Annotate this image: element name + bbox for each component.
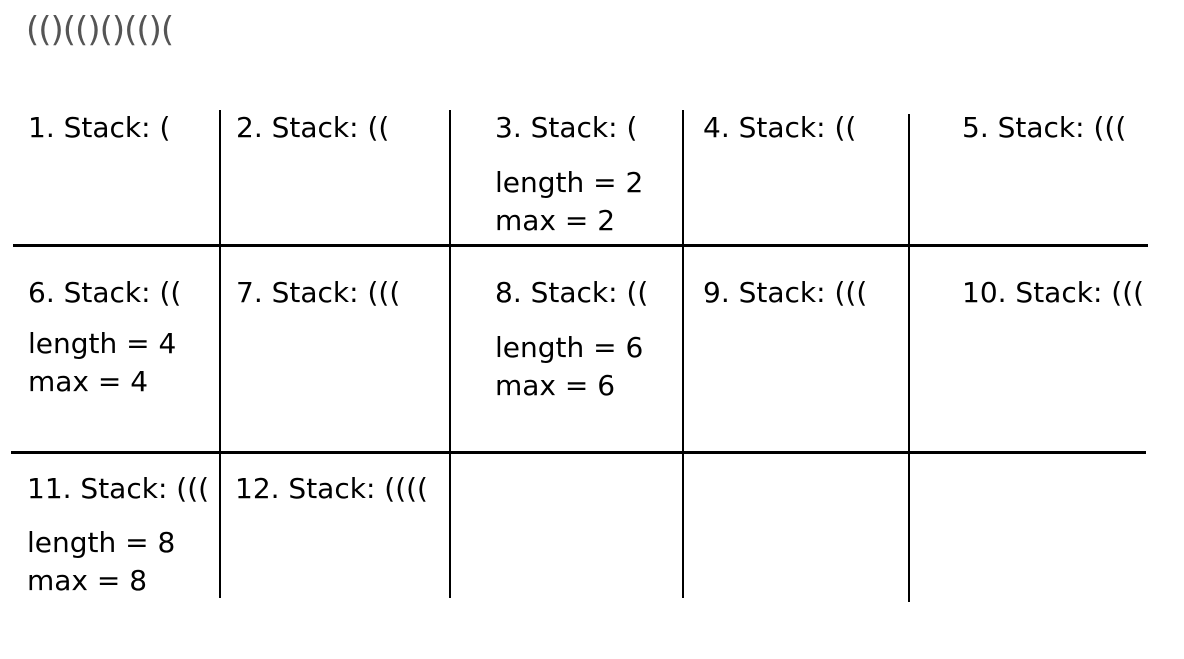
stack-label: 7. Stack: ((( [236, 276, 401, 309]
stack-label: 1. Stack: ( [28, 111, 171, 144]
length-value: length = 6 [495, 331, 644, 364]
stack-label: 6. Stack: (( [28, 276, 182, 309]
stack-label: 2. Stack: (( [236, 111, 390, 144]
stack-label: 10. Stack: ((( [962, 276, 1145, 309]
vertical-divider-1 [219, 110, 221, 598]
length-value: length = 8 [27, 526, 176, 559]
step-cell-5: 5. Stack: ((( [962, 109, 1126, 147]
step-cell-2: 2. Stack: (( [236, 109, 389, 147]
step-cell-11: 11. Stack: ((( length = 8 max = 8 [27, 470, 209, 600]
max-value: max = 8 [27, 564, 148, 597]
step-cell-4: 4. Stack: (( [703, 109, 856, 147]
stack-label: 8. Stack: (( [495, 276, 649, 309]
max-value: max = 6 [495, 369, 616, 402]
length-value: length = 4 [28, 327, 177, 360]
stack-label: 9. Stack: ((( [703, 276, 868, 309]
stack-label: 12. Stack: (((( [235, 472, 428, 505]
vertical-divider-2 [449, 110, 451, 598]
step-cell-10: 10. Stack: ((( [962, 274, 1144, 312]
length-value: length = 2 [495, 166, 644, 199]
max-value: max = 4 [28, 365, 149, 398]
horizontal-divider-2 [11, 451, 1146, 454]
stack-label: 11. Stack: ((( [27, 472, 210, 505]
stack-label: 5. Stack: ((( [962, 111, 1127, 144]
step-cell-3: 3. Stack: ( length = 2 max = 2 [495, 109, 643, 240]
step-cell-8: 8. Stack: (( length = 6 max = 6 [495, 274, 648, 405]
step-cell-6: 6. Stack: (( length = 4 max = 4 [28, 274, 181, 401]
horizontal-divider-1 [13, 244, 1148, 247]
vertical-divider-4 [908, 114, 910, 602]
step-cell-1: 1. Stack: ( [28, 109, 170, 147]
max-value: max = 2 [495, 204, 616, 237]
expression-title: (()(()()(()( [26, 10, 174, 50]
stack-label: 4. Stack: (( [703, 111, 857, 144]
stack-label: 3. Stack: ( [495, 111, 638, 144]
step-cell-9: 9. Stack: ((( [703, 274, 867, 312]
step-cell-12: 12. Stack: (((( [235, 470, 428, 508]
step-cell-7: 7. Stack: ((( [236, 274, 400, 312]
vertical-divider-3 [682, 110, 684, 598]
